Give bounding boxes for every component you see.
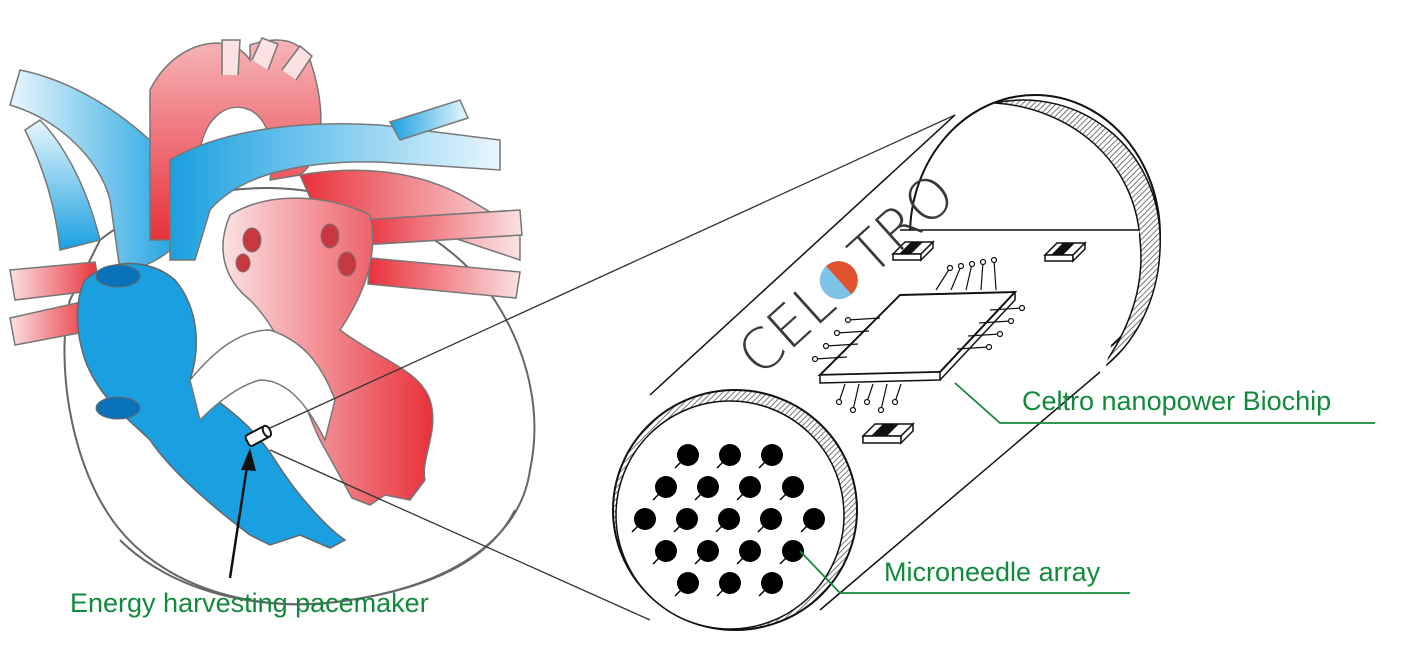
biochip-cylinder: CEL TRO bbox=[612, 94, 1161, 631]
microneedle bbox=[758, 572, 783, 597]
microneedle bbox=[652, 540, 677, 565]
chip-pads bbox=[811, 256, 1026, 414]
chip-wire-terminal bbox=[891, 398, 899, 406]
pulmonary-artery bbox=[169, 123, 501, 261]
valve-dot-1 bbox=[242, 227, 262, 253]
chip-wire-terminal bbox=[979, 258, 987, 266]
left-chamber bbox=[222, 197, 434, 506]
aortic-branch-1 bbox=[221, 39, 241, 76]
chip-wire bbox=[866, 383, 874, 403]
chip-wire bbox=[989, 307, 1023, 311]
chip-wire bbox=[847, 317, 881, 321]
smd-component-2 bbox=[1043, 241, 1087, 263]
chip-wire-terminal bbox=[990, 256, 998, 264]
chip-wire bbox=[814, 356, 848, 360]
smd-component-1 bbox=[891, 240, 935, 262]
logo-drop-icon bbox=[819, 261, 858, 300]
zoom-line-upper bbox=[269, 114, 956, 429]
chip-wire-terminal bbox=[946, 264, 954, 272]
microneedle bbox=[674, 572, 699, 597]
chip-die bbox=[817, 290, 1018, 384]
vena-cava-opening-upper bbox=[95, 264, 141, 288]
pacemaker-arrowhead bbox=[241, 448, 256, 471]
microneedle bbox=[694, 540, 719, 565]
chip-wire-terminal bbox=[849, 406, 857, 414]
pacemaker-capsule bbox=[244, 424, 273, 447]
chip-wire bbox=[978, 320, 1012, 324]
chip-wire bbox=[852, 383, 860, 411]
valve-dot-3 bbox=[337, 251, 357, 277]
chip-wire bbox=[950, 265, 962, 291]
chip-wire-terminal bbox=[968, 260, 976, 268]
microneedle bbox=[758, 444, 783, 469]
valve-dot-4 bbox=[235, 253, 251, 273]
chip-wire-terminal bbox=[996, 330, 1004, 338]
chip-wire-terminal bbox=[877, 406, 885, 414]
chip-wire bbox=[825, 343, 859, 347]
chip-wire-terminal bbox=[811, 355, 819, 363]
microneedle-label: Microneedle array bbox=[884, 557, 1101, 587]
chip-wire-terminal bbox=[985, 343, 993, 351]
superior-vena-cava bbox=[9, 69, 186, 271]
microneedle bbox=[652, 476, 677, 501]
microneedle-leader-line bbox=[799, 550, 1130, 594]
chip-wire bbox=[935, 267, 951, 291]
microneedle-array bbox=[631, 444, 825, 597]
microneedle bbox=[716, 572, 741, 597]
chip-wire-terminal bbox=[957, 262, 965, 270]
aortic-branch-2 bbox=[251, 37, 279, 71]
chip-wire-terminal bbox=[835, 398, 843, 406]
microneedle bbox=[716, 444, 741, 469]
aortic-branch-3 bbox=[281, 44, 313, 81]
heart-illustration bbox=[9, 37, 536, 606]
microneedle bbox=[757, 508, 782, 533]
pacemaker-label: Energy harvesting pacemaker bbox=[70, 588, 429, 618]
chip-wire bbox=[838, 383, 846, 403]
biochip-leader-line bbox=[954, 382, 1375, 424]
chip-wire bbox=[980, 261, 984, 291]
microneedle bbox=[673, 508, 698, 533]
microneedle bbox=[736, 540, 761, 565]
pulmonary-vein-right-2 bbox=[367, 257, 521, 299]
septum bbox=[189, 329, 336, 443]
chip-wire bbox=[894, 383, 902, 403]
biochip-label: Celtro nanopower Biochip bbox=[1022, 386, 1331, 416]
microneedle bbox=[674, 444, 699, 469]
chip-wire-terminal bbox=[863, 398, 871, 406]
chip-wire-terminal bbox=[1007, 317, 1015, 325]
cylinder-edge-top bbox=[649, 114, 956, 396]
chip-wire-terminal bbox=[1018, 304, 1026, 312]
microneedle bbox=[779, 476, 804, 501]
chip-wire bbox=[956, 346, 990, 350]
chip-wire bbox=[880, 383, 888, 411]
pulmonary-branch-upper bbox=[388, 99, 470, 141]
vena-cava-left bbox=[24, 119, 101, 251]
microneedle bbox=[779, 540, 804, 565]
chip-wire bbox=[965, 263, 973, 291]
chip-wire-terminal bbox=[833, 329, 841, 337]
cylinder-edge-bottom bbox=[819, 371, 1101, 611]
zoom-line-lower bbox=[269, 449, 651, 621]
chip-wire bbox=[836, 330, 870, 334]
chip-wire bbox=[967, 333, 1001, 337]
microneedle bbox=[800, 508, 825, 533]
microneedle bbox=[715, 508, 740, 533]
heart-lower-wall bbox=[119, 509, 516, 606]
chip-wire-terminal bbox=[844, 316, 852, 324]
vena-cava-opening-lower bbox=[95, 396, 141, 420]
chip-wire bbox=[993, 259, 997, 291]
microneedle bbox=[631, 508, 656, 533]
microneedle bbox=[736, 476, 761, 501]
smd-component-3 bbox=[861, 422, 915, 445]
microneedle bbox=[694, 476, 719, 501]
chip-wire-terminal bbox=[822, 342, 830, 350]
valve-dot-2 bbox=[320, 223, 340, 249]
pacemaker-arrow bbox=[228, 459, 250, 579]
